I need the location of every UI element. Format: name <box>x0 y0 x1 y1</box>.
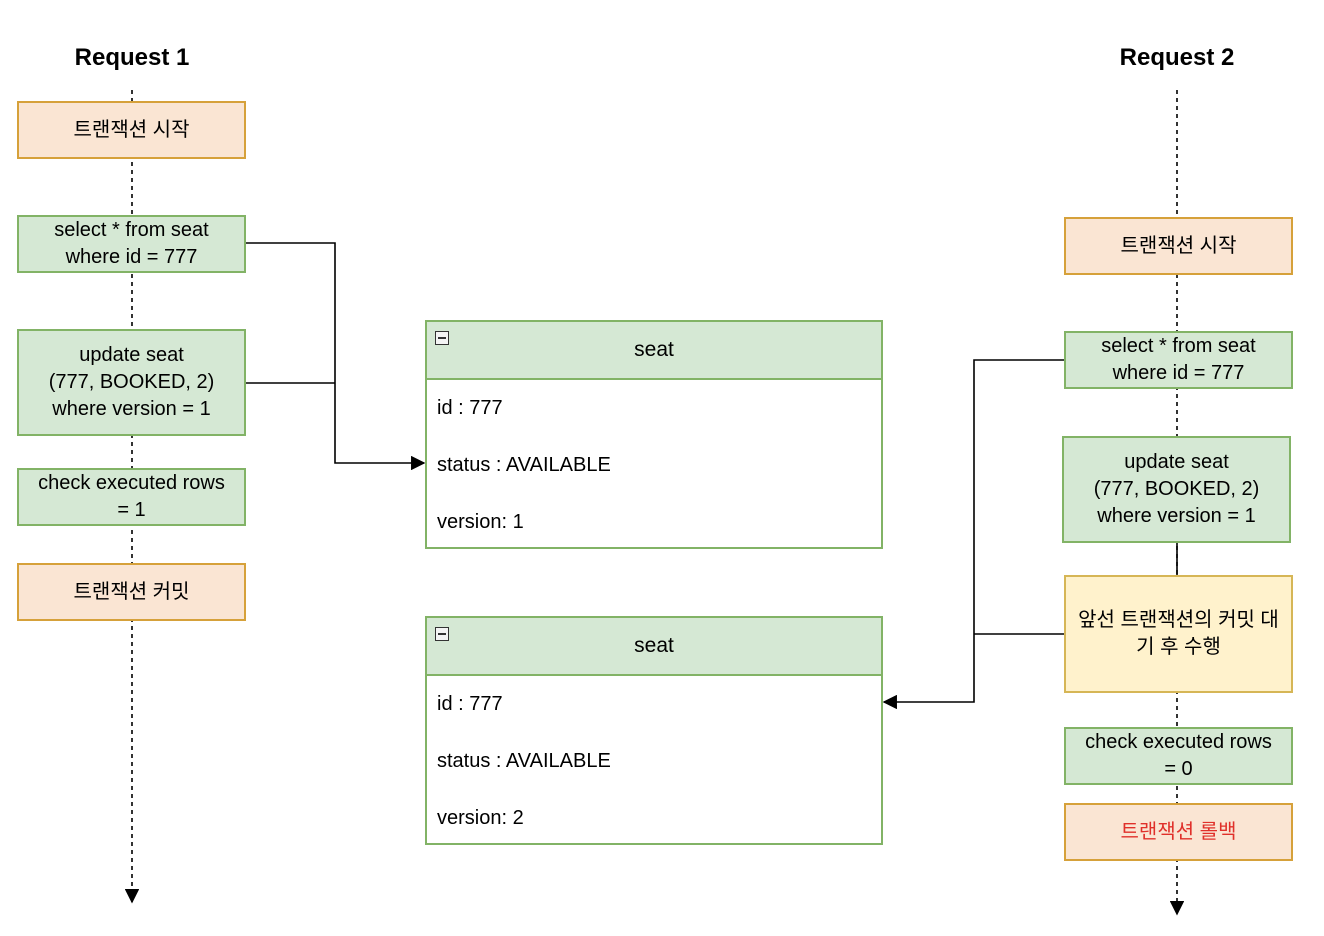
connector-select-1 <box>246 242 426 471</box>
r1-transaction-commit-label: 트랜잭션 커밋 <box>73 580 190 603</box>
r1-select-query: select * from seat where id = 777 <box>17 215 246 273</box>
r2-check-rows-label: check executed rows = 0 <box>1085 731 1272 780</box>
r1-transaction-start: 트랜잭션 시작 <box>17 101 246 159</box>
seat-entity-before-title: seat <box>634 338 674 361</box>
r1-check-rows-label: check executed rows = 1 <box>38 472 225 521</box>
request-1-title: Request 1 <box>74 44 190 71</box>
collapse-icon[interactable] <box>435 627 449 641</box>
r2-wait-for-commit-label: 앞선 트랜잭션의 커밋 대 기 후 수행 <box>1078 609 1279 658</box>
seat-entity-after: seat id : 777 status : AVAILABLE version… <box>425 616 883 845</box>
seat-entity-after-title: seat <box>634 634 674 657</box>
seat-before-field-version: version: 1 <box>437 511 524 533</box>
connector-wait-2 <box>882 359 1064 710</box>
r1-transaction-commit: 트랜잭션 커밋 <box>17 563 246 621</box>
seat-after-field-version: version: 2 <box>437 807 524 829</box>
request-2-title: Request 2 <box>1119 44 1235 71</box>
r2-transaction-rollback-label: 트랜잭션 롤백 <box>1120 820 1237 843</box>
r2-transaction-start: 트랜잭션 시작 <box>1064 217 1293 275</box>
r2-update-query-label: update seat (777, BOOKED, 2) where versi… <box>1093 451 1260 527</box>
seat-entity-before: seat id : 777 status : AVAILABLE version… <box>425 320 883 549</box>
r2-update-query: update seat (777, BOOKED, 2) where versi… <box>1062 436 1291 543</box>
r1-select-query-label: select * from seat where id = 777 <box>54 219 209 268</box>
seat-entity-before-header: seat <box>427 322 881 380</box>
r2-select-query: select * from seat where id = 777 <box>1064 331 1293 389</box>
r2-select-query-label: select * from seat where id = 777 <box>1101 335 1256 384</box>
r2-wait-for-commit: 앞선 트랜잭션의 커밋 대 기 후 수행 <box>1064 575 1293 693</box>
r1-check-rows: check executed rows = 1 <box>17 468 246 526</box>
r1-transaction-start-label: 트랜잭션 시작 <box>73 118 190 141</box>
r2-transaction-start-label: 트랜잭션 시작 <box>1120 234 1237 257</box>
seat-after-field-id: id : 777 <box>437 693 503 715</box>
seat-before-field-status: status : AVAILABLE <box>437 454 611 476</box>
seat-entity-after-header: seat <box>427 618 881 676</box>
seat-before-field-id: id : 777 <box>437 397 503 419</box>
r1-update-query-label: update seat (777, BOOKED, 2) where versi… <box>48 344 215 420</box>
seat-after-field-status: status : AVAILABLE <box>437 750 611 772</box>
r2-check-rows: check executed rows = 0 <box>1064 727 1293 785</box>
r2-transaction-rollback: 트랜잭션 롤백 <box>1064 803 1293 861</box>
r1-update-query: update seat (777, BOOKED, 2) where versi… <box>17 329 246 436</box>
collapse-icon[interactable] <box>435 331 449 345</box>
